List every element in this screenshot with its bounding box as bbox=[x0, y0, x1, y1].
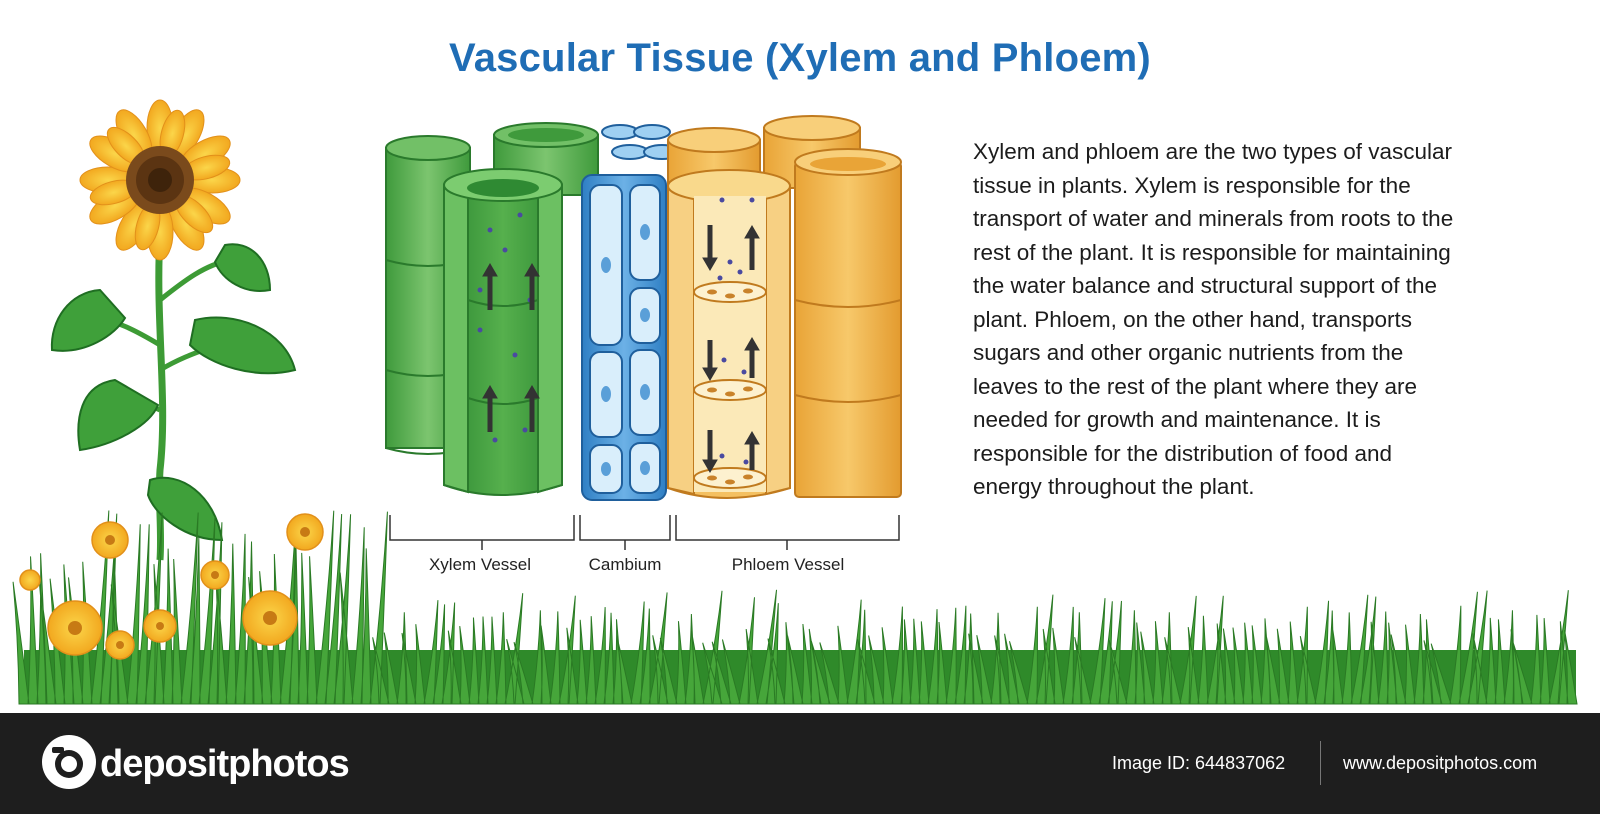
footer-divider bbox=[1320, 741, 1321, 785]
label-brackets bbox=[389, 515, 900, 550]
grass-border bbox=[12, 510, 1578, 705]
down-arrow-icon bbox=[702, 225, 718, 473]
brand-name: depositphotos bbox=[100, 743, 350, 785]
description-line: rest of the plant. It is responsible for… bbox=[973, 239, 1451, 265]
description-line: leaves to the rest of the plant where th… bbox=[973, 373, 1418, 399]
description-line: energy throughout the plant. bbox=[973, 474, 1255, 499]
watermark-footer: depositphotos Image ID: 644837062 www.de… bbox=[0, 713, 1600, 814]
description-line: transport of water and minerals from roo… bbox=[973, 206, 1454, 231]
cambium-cells bbox=[581, 124, 681, 501]
description-line: plant. Phloem, on the other hand, transp… bbox=[973, 306, 1413, 332]
description-line: needed for growth and maintenance. It is bbox=[973, 407, 1381, 432]
camera-logo-icon bbox=[42, 735, 96, 789]
page-title: Vascular Tissue (Xylem and Phloem) bbox=[449, 36, 1151, 80]
flower-bushes bbox=[19, 513, 324, 660]
xylem-label: Xylem Vessel bbox=[428, 555, 532, 574]
phloem-vessel bbox=[667, 115, 902, 499]
description-line: Xylem and phloem are the two types of va… bbox=[973, 139, 1452, 164]
phloem-label: Phloem Vessel bbox=[731, 555, 845, 574]
up-arrow-icon bbox=[744, 225, 760, 470]
image-id: Image ID: 644837062 bbox=[1112, 753, 1286, 773]
illustration bbox=[12, 99, 1578, 705]
description-line: sugars and other organic nutrients from … bbox=[973, 340, 1404, 365]
cambium-label: Cambium bbox=[588, 555, 662, 574]
description-line: tissue in plants. Xylem is responsible f… bbox=[973, 172, 1411, 198]
description-line: responsible for the distribution of food… bbox=[973, 440, 1393, 466]
xylem-vessel bbox=[385, 122, 599, 496]
site-url: www.depositphotos.com bbox=[1343, 753, 1538, 773]
description-line: the water balance and structural support… bbox=[973, 273, 1438, 298]
sunflower-icon bbox=[50, 99, 297, 561]
up-arrow-icon bbox=[482, 263, 540, 432]
description: Xylem and phloem are the two types of va… bbox=[973, 135, 1573, 504]
